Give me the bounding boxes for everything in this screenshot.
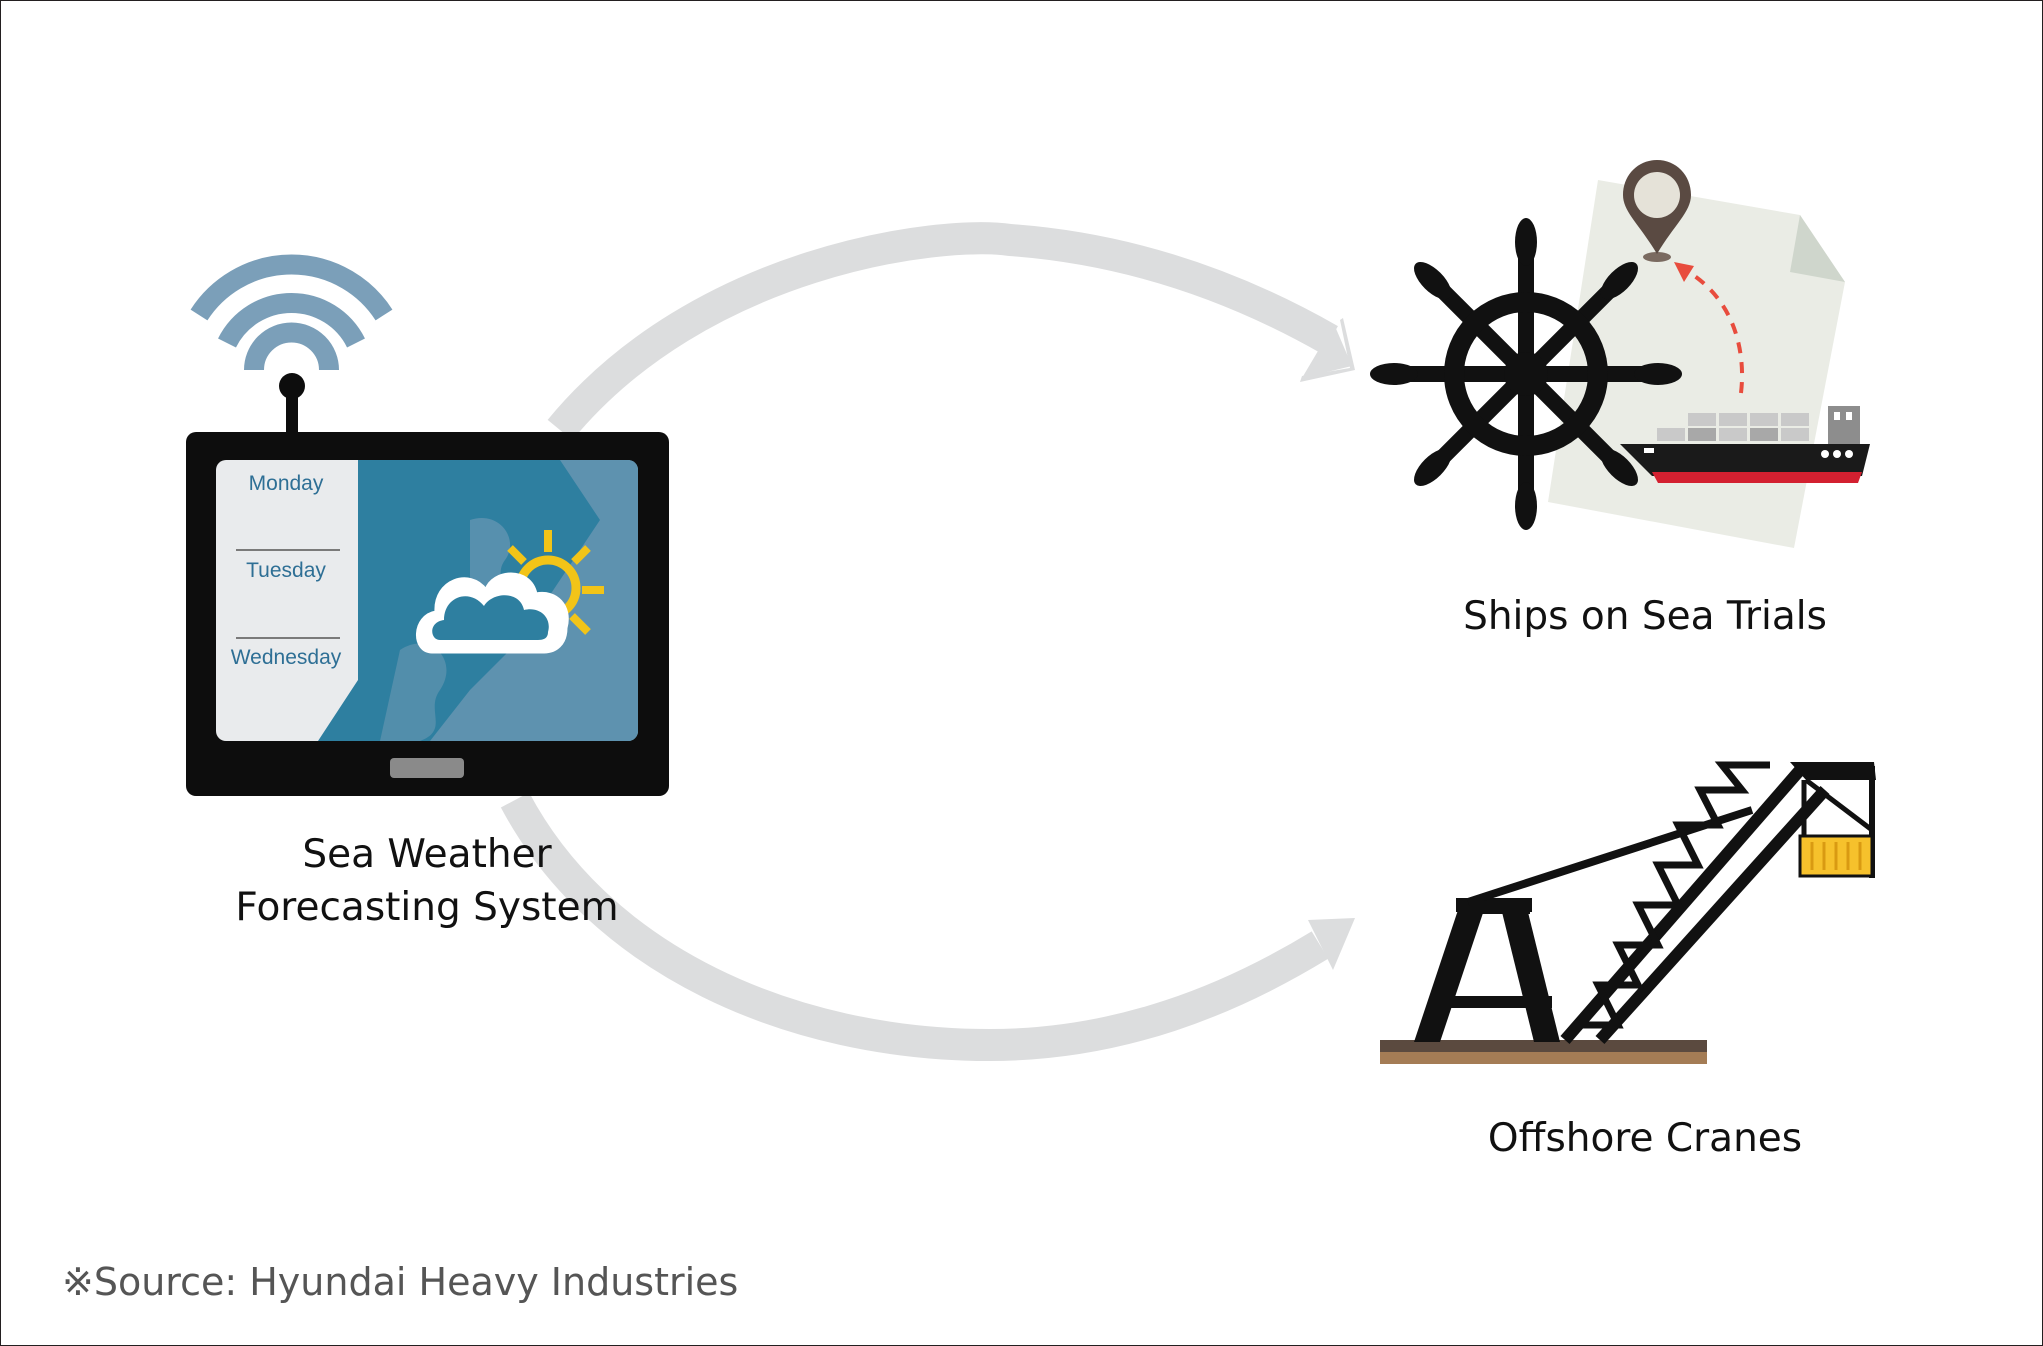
container-icon bbox=[1798, 834, 1874, 878]
wifi-icon bbox=[190, 254, 393, 371]
cranes-label: Offshore Cranes bbox=[1487, 1116, 1803, 1161]
flow-arrow-to-ships bbox=[547, 222, 1355, 441]
flow-arrow-to-cranes bbox=[500, 792, 1355, 1062]
container-ship-icon bbox=[1620, 406, 1870, 483]
system-label-line1: Sea Weather bbox=[302, 832, 552, 877]
source-note: ※Source: Hyundai Heavy Industries bbox=[62, 1260, 739, 1304]
day-item-wednesday: Wednesday bbox=[230, 646, 342, 669]
crane-icon bbox=[1380, 761, 1876, 1064]
day-item-tuesday: Tuesday bbox=[246, 559, 326, 582]
system-label-line2: Forecasting System bbox=[235, 885, 619, 930]
ships-label: Ships on Sea Trials bbox=[1463, 594, 1827, 639]
ship-wheel-icon bbox=[1370, 218, 1682, 530]
weather-icon bbox=[416, 530, 604, 654]
antenna bbox=[279, 373, 305, 438]
system-label: Sea Weather Forecasting System bbox=[187, 828, 667, 934]
day-item-monday: Monday bbox=[248, 472, 324, 495]
map-pin-icon bbox=[1623, 160, 1691, 262]
